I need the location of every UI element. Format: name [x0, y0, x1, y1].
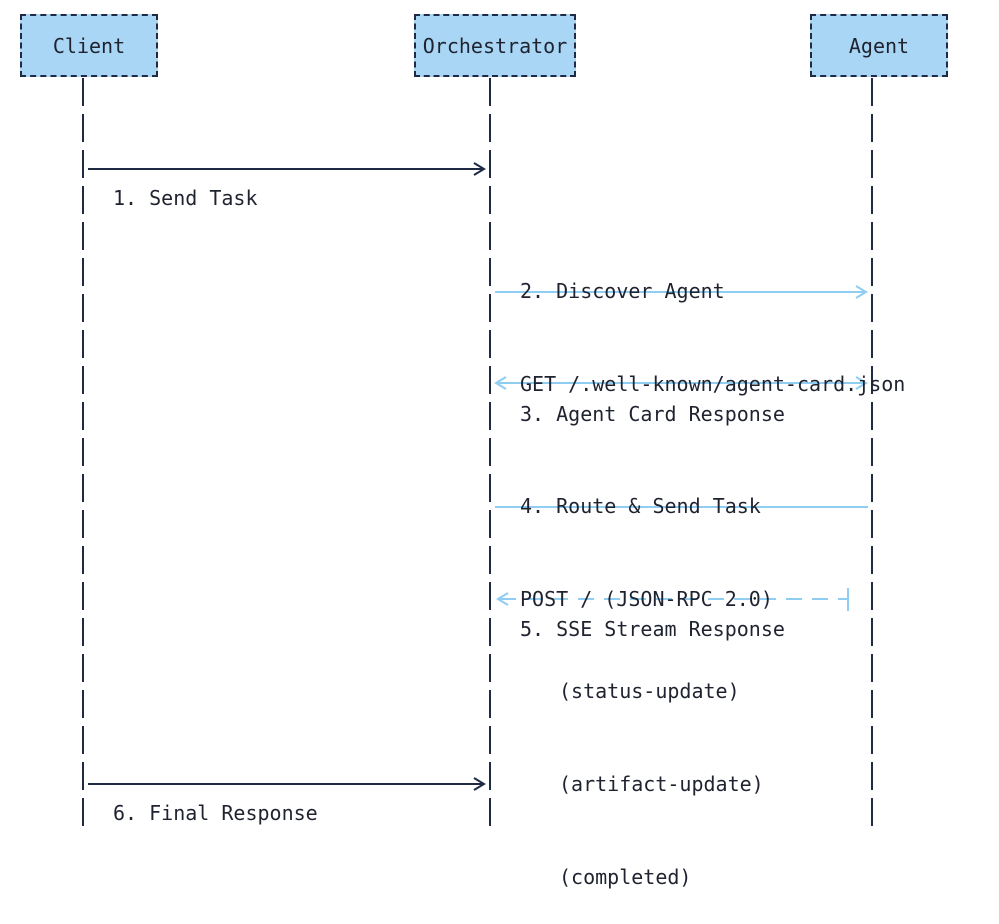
arrowhead-sse-stream — [496, 592, 509, 606]
arrowhead-final-response — [473, 777, 486, 791]
message-line: 5. SSE Stream Response — [520, 617, 785, 641]
message-line: 2. Discover Agent — [520, 279, 725, 303]
actor-orchestrator-label: Orchestrator — [422, 33, 568, 58]
message-label-route-send-task: 4. Route & Send Task POST / (JSON-RPC 2.… — [520, 429, 773, 646]
actor-client-label: Client — [52, 33, 126, 58]
sequence-diagram-canvas — [82, 78, 873, 827]
message-line: 6. Final Response — [113, 801, 318, 825]
actor-client: Client — [20, 14, 158, 77]
arrowhead-discover-agent — [855, 285, 868, 299]
message-label-final-response: 6. Final Response — [113, 736, 318, 860]
arrowhead-send-task — [473, 162, 486, 176]
stream-events-list: (status-update) (artifact-update) (compl… — [559, 614, 764, 924]
message-label-agent-card-response: 3. Agent Card Response — [520, 337, 785, 461]
actor-orchestrator: Orchestrator — [414, 14, 576, 77]
stream-event: (status-update) — [559, 679, 740, 703]
actor-agent: Agent — [810, 14, 948, 77]
message-line: 3. Agent Card Response — [520, 402, 785, 426]
message-label-discover-agent: 2. Discover Agent GET /.well-known/agent… — [520, 214, 905, 431]
stream-event: (completed) — [559, 865, 692, 889]
actor-agent-label: Agent — [848, 33, 910, 58]
arrowhead-agent-card-response-right — [855, 376, 868, 390]
message-label-sse-stream: 5. SSE Stream Response — [520, 552, 785, 676]
stream-event: (artifact-update) — [559, 772, 764, 796]
arrowhead-agent-card-response-left — [494, 376, 507, 390]
message-line: GET /.well-known/agent-card.json — [520, 372, 906, 396]
message-label-send-task: 1. Send Task — [113, 121, 258, 245]
message-line: 1. Send Task — [113, 186, 258, 210]
message-line: 4. Route & Send Task — [520, 494, 761, 518]
message-line: POST / (JSON-RPC 2.0) — [520, 587, 773, 611]
